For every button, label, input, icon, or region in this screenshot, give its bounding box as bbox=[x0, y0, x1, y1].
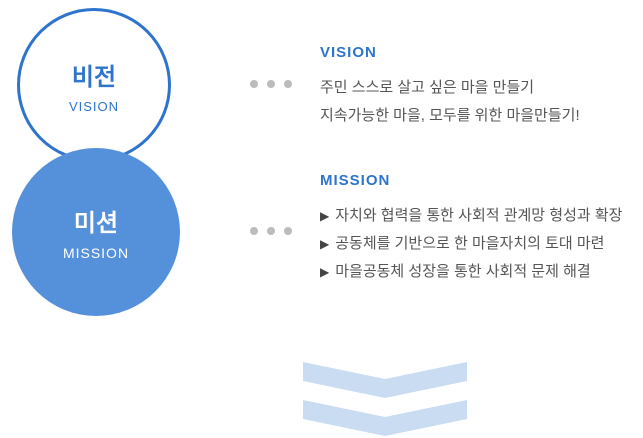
vision-line: 지속가능한 마을, 모두를 위한 마을만들기! bbox=[320, 107, 580, 124]
triangle-bullet-icon: ▶ bbox=[320, 209, 330, 223]
mission-circle: 미션 MISSION bbox=[12, 148, 180, 316]
mission-item-text: 마을공동체 성장을 통한 사회적 문제 해결 bbox=[335, 263, 591, 280]
mission-heading: MISSION bbox=[320, 172, 391, 189]
dot-icon bbox=[284, 80, 292, 88]
mission-section: MISSION ▶ 자치와 협력을 통한 사회적 관계망 형성과 확장 ▶ 공동체를… bbox=[320, 172, 635, 286]
mission-circle-label-ko: 미션 bbox=[73, 210, 119, 237]
vision-section: VISION 주민 스스로 살고 싶은 마을 만들기 지속가능한 마을, 모두를… bbox=[320, 44, 635, 130]
vision-circle: 비전 VISION bbox=[17, 8, 171, 162]
dot-icon bbox=[250, 80, 258, 88]
mission-item-text: 자치와 협력을 통한 사회적 관계망 형성과 확장 bbox=[335, 207, 623, 224]
mission-ellipsis-dots bbox=[250, 227, 292, 235]
dot-icon bbox=[267, 80, 275, 88]
dot-icon bbox=[267, 227, 275, 235]
triangle-bullet-icon: ▶ bbox=[320, 265, 330, 279]
down-chevrons-icon bbox=[303, 362, 467, 436]
mission-item: ▶ 마을공동체 성장을 통한 사회적 문제 해결 bbox=[320, 258, 635, 286]
vision-ellipsis-dots bbox=[250, 80, 292, 88]
vision-heading: VISION bbox=[320, 44, 377, 61]
text-content: VISION 주민 스스로 살고 싶은 마을 만들기 지속가능한 마을, 모두를… bbox=[320, 44, 635, 286]
dot-icon bbox=[284, 227, 292, 235]
vision-circle-label-ko: 비전 bbox=[71, 63, 117, 91]
mission-item: ▶ 자치와 협력을 통한 사회적 관계망 형성과 확장 bbox=[320, 202, 635, 230]
dot-icon bbox=[250, 227, 258, 235]
mission-item: ▶ 공동체를 기반으로 한 마을자치의 토대 마련 bbox=[320, 230, 635, 258]
triangle-bullet-icon: ▶ bbox=[320, 237, 330, 251]
vision-circle-label-en: VISION bbox=[68, 98, 120, 114]
mission-item-text: 공동체를 기반으로 한 마을자치의 토대 마련 bbox=[335, 235, 605, 252]
vision-line: 주민 스스로 살고 싶은 마을 만들기 bbox=[320, 79, 535, 96]
mission-circle-label-en: MISSION bbox=[62, 245, 130, 261]
